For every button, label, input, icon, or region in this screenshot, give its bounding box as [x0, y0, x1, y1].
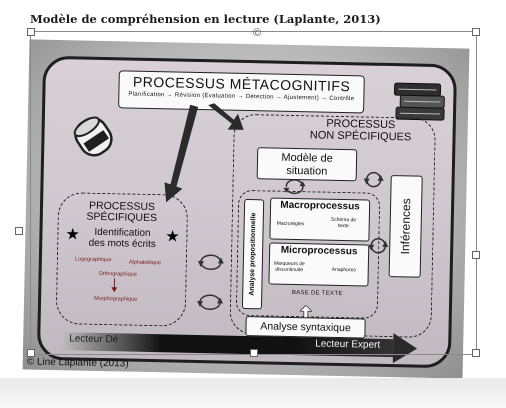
- cycle-arrows-icon: [283, 179, 306, 195]
- image-selection-frame[interactable]: [30, 31, 477, 355]
- resize-handle-top-left[interactable]: [27, 28, 35, 36]
- cycle-arrows-icon: [368, 238, 389, 254]
- scanned-figure: PROCESSUS MÉTACOGNITIFS Planification → …: [22, 39, 470, 379]
- resize-handle-bottom-right[interactable]: [472, 349, 480, 357]
- figure-copyright: © Line Laplante (2013): [26, 356, 129, 370]
- down-arrow-icon: [111, 278, 118, 293]
- right-arrow-icon: [208, 103, 244, 130]
- resize-handle-bottom-left[interactable]: [27, 349, 35, 357]
- resize-handle-bottom-middle[interactable]: [250, 349, 258, 357]
- document-title: Modèle de compréhension en lecture (Lapl…: [30, 12, 381, 26]
- resize-handle-middle-left[interactable]: [15, 227, 23, 235]
- page-bottom-edge: [0, 378, 506, 408]
- down-arrow-icon: [164, 104, 199, 203]
- rotate-handle[interactable]: ©: [253, 27, 262, 39]
- cycle-arrows-icon: [197, 254, 224, 271]
- resize-handle-top-right[interactable]: [472, 28, 480, 36]
- resize-handle-middle-right[interactable]: [472, 251, 480, 259]
- cycle-arrows-icon: [363, 171, 384, 188]
- cycle-arrows-icon: [197, 294, 224, 311]
- tape-roll-icon: [73, 116, 113, 157]
- books-stack-icon: [393, 82, 445, 121]
